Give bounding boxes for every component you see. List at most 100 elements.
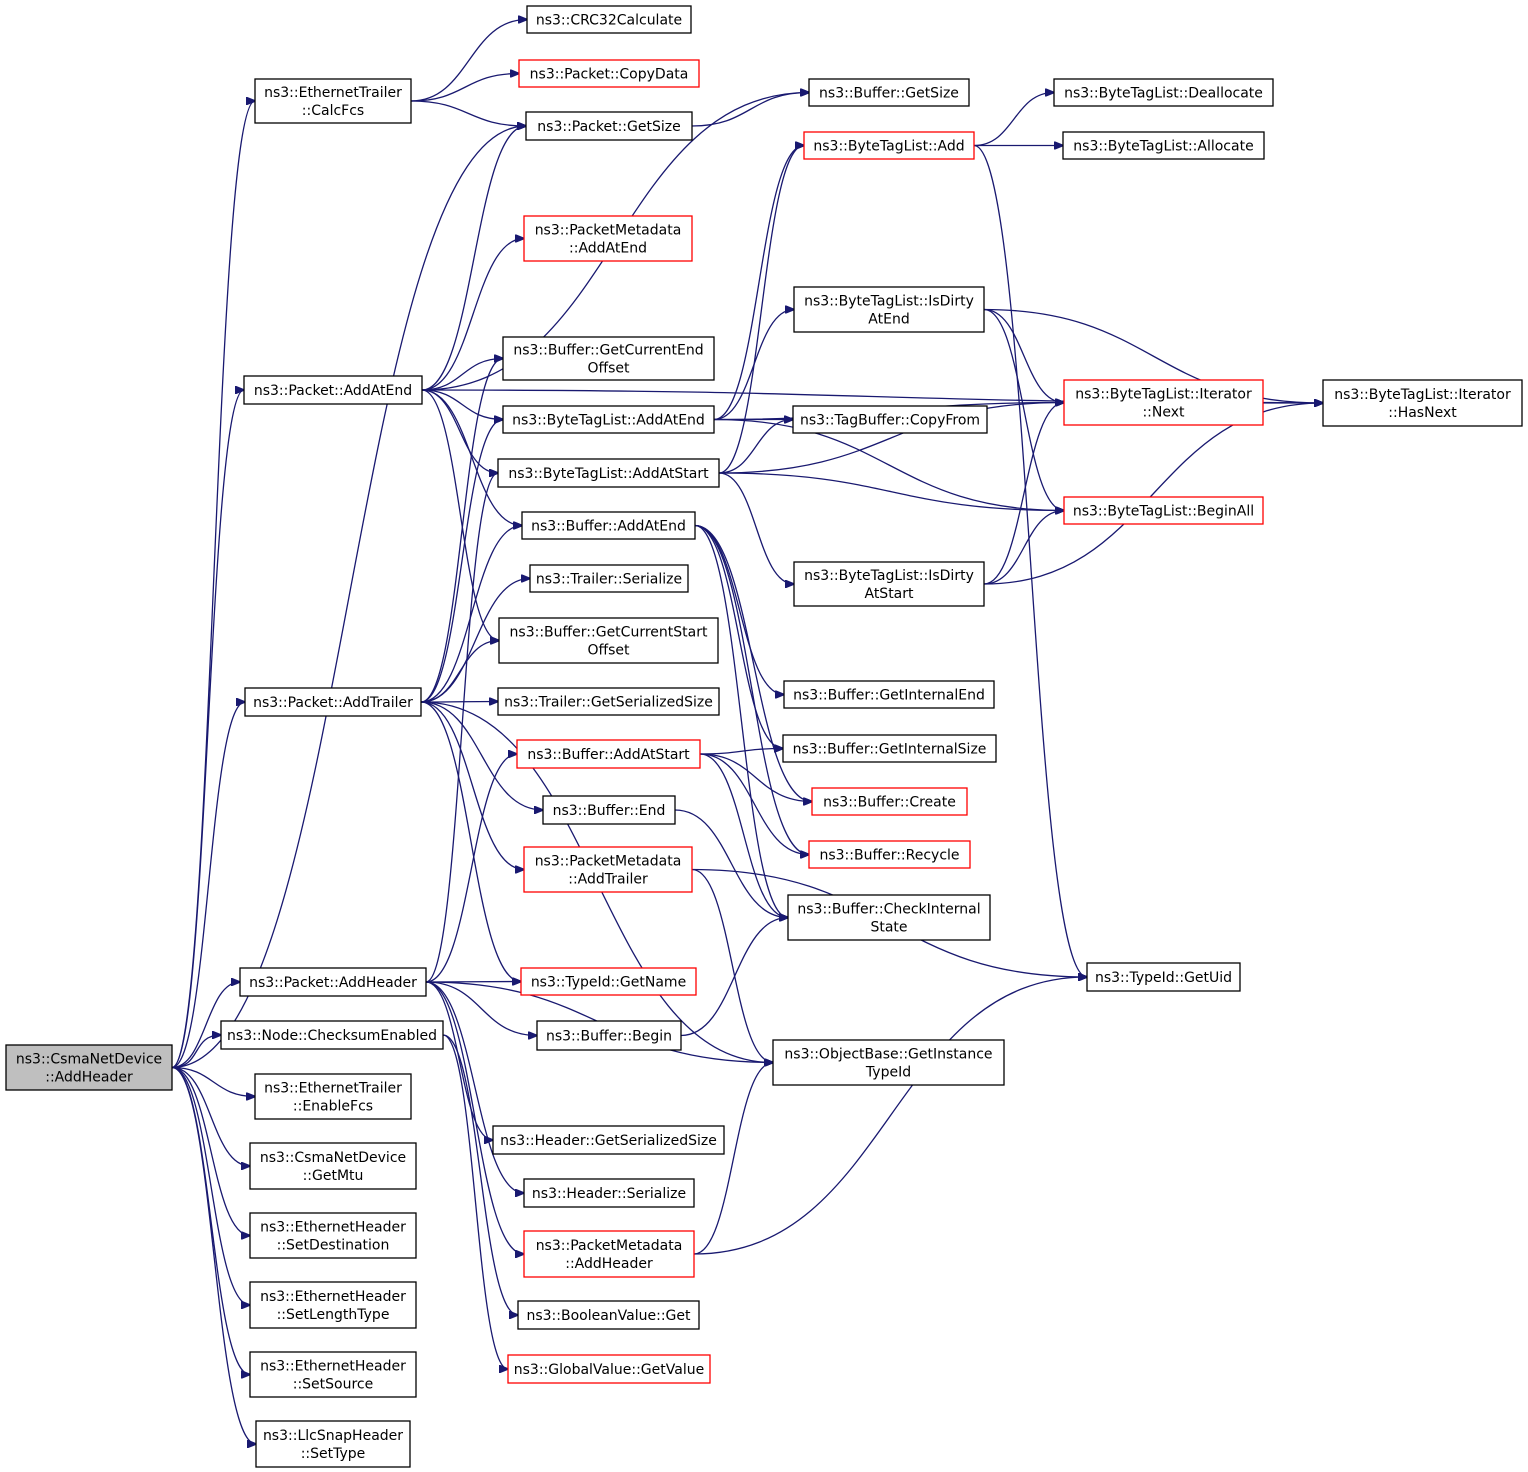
node-hserialize[interactable]: ns3::Header::Serialize	[523, 1178, 695, 1208]
node-setsource[interactable]: ns3::EthernetHeader::SetSource	[249, 1351, 417, 1398]
node-btladdatstart[interactable]: ns3::ByteTagList::AddAtStart	[497, 458, 720, 488]
node-box-paddtrailer[interactable]	[244, 687, 422, 717]
node-box-bcheckint[interactable]	[787, 894, 991, 941]
node-box-bgetsize[interactable]	[808, 78, 970, 107]
node-box-dealloc[interactable]	[1053, 78, 1274, 107]
node-baddatstart[interactable]: ns3::Buffer::AddAtStart	[516, 739, 701, 769]
node-bgetintend[interactable]: ns3::Buffer::GetInternalEnd	[783, 680, 995, 709]
node-box-settype[interactable]	[255, 1420, 411, 1468]
node-box-brecycle[interactable]	[808, 840, 971, 869]
node-box-paddheader[interactable]	[239, 967, 427, 997]
node-box-getmtu[interactable]	[249, 1142, 417, 1190]
node-trserialize[interactable]: ns3::Trailer::Serialize	[529, 564, 689, 593]
node-box-calcfcs[interactable]	[254, 78, 412, 124]
node-itnext[interactable]: ns3::ByteTagList::Iterator::Next	[1063, 379, 1264, 426]
node-beginall[interactable]: ns3::ByteTagList::BeginAll	[1063, 496, 1264, 525]
node-box-bcreate[interactable]	[811, 787, 968, 816]
node-btladdatend[interactable]: ns3::ByteTagList::AddAtEnd	[502, 405, 715, 434]
node-calcfcs[interactable]: ns3::EthernetTrailer::CalcFcs	[254, 78, 412, 124]
node-pmaddatend[interactable]: ns3::PacketMetadata::AddAtEnd	[523, 215, 693, 262]
node-pgetsize[interactable]: ns3::Packet::GetSize	[525, 111, 693, 141]
node-box-hserialize[interactable]	[523, 1178, 695, 1208]
node-box-bgetintsize[interactable]	[782, 734, 997, 763]
node-getmtu[interactable]: ns3::CsmaNetDevice::GetMtu	[249, 1142, 417, 1190]
node-box-btladdatend[interactable]	[502, 405, 715, 434]
node-dealloc[interactable]: ns3::ByteTagList::Deallocate	[1053, 78, 1274, 107]
node-paddheader[interactable]: ns3::Packet::AddHeader	[239, 967, 427, 997]
node-baddatend[interactable]: ns3::Buffer::AddAtEnd	[521, 511, 696, 540]
node-box-isdirtyend[interactable]	[793, 286, 985, 333]
node-box-btladdatstart[interactable]	[497, 458, 720, 488]
node-crc32[interactable]: ns3::CRC32Calculate	[526, 5, 692, 34]
node-alloc[interactable]: ns3::ByteTagList::Allocate	[1062, 131, 1265, 160]
node-box-gvgetvalue[interactable]	[507, 1354, 711, 1384]
node-paddatend[interactable]: ns3::Packet::AddAtEnd	[243, 375, 423, 405]
node-settype[interactable]: ns3::LlcSnapHeader::SetType	[255, 1420, 411, 1468]
node-ithasnext[interactable]: ns3::ByteTagList::Iterator::HasNext	[1322, 379, 1523, 427]
node-box-crc32[interactable]	[526, 5, 692, 34]
node-box-typeidname[interactable]	[520, 967, 697, 996]
node-pmaddtrailer[interactable]: ns3::PacketMetadata::AddTrailer	[523, 846, 693, 893]
node-typeiduid[interactable]: ns3::TypeId::GetUid	[1086, 962, 1241, 992]
node-box-pgetsize[interactable]	[525, 111, 693, 141]
node-box-pmaddtrailer[interactable]	[523, 846, 693, 893]
node-copydata[interactable]: ns3::Packet::CopyData	[518, 59, 700, 88]
node-box-bgcendoff[interactable]	[502, 336, 715, 381]
node-bcreate[interactable]: ns3::Buffer::Create	[811, 787, 968, 816]
node-box-isdirtystart[interactable]	[793, 561, 985, 607]
node-btladd[interactable]: ns3::ByteTagList::Add	[803, 131, 975, 160]
node-boolget[interactable]: ns3::BooleanValue::Get	[517, 1300, 700, 1330]
node-box-setlentype[interactable]	[249, 1281, 417, 1329]
node-box-obgetinst[interactable]	[772, 1039, 1005, 1086]
node-box-trgetsersize[interactable]	[497, 687, 720, 716]
node-gvgetvalue[interactable]: ns3::GlobalValue::GetValue	[507, 1354, 711, 1384]
node-box-trserialize[interactable]	[529, 564, 689, 593]
node-box-setdest[interactable]	[249, 1212, 417, 1259]
node-box-beginall[interactable]	[1063, 496, 1264, 525]
node-bend[interactable]: ns3::Buffer::End	[542, 795, 676, 825]
node-box-boolget[interactable]	[517, 1300, 700, 1330]
node-root[interactable]: ns3::CsmaNetDevice::AddHeader	[5, 1044, 173, 1091]
node-trgetsersize[interactable]: ns3::Trailer::GetSerializedSize	[497, 687, 720, 716]
node-box-pmaddatend[interactable]	[523, 215, 693, 262]
node-box-pmaddheader[interactable]	[523, 1230, 695, 1278]
node-tbcopyfrom[interactable]: ns3::TagBuffer::CopyFrom	[792, 405, 988, 434]
node-box-ithasnext[interactable]	[1322, 379, 1523, 427]
node-bgetintsize[interactable]: ns3::Buffer::GetInternalSize	[782, 734, 997, 763]
node-nodechecksum[interactable]: ns3::Node::ChecksumEnabled	[220, 1020, 444, 1050]
node-box-hgetsersize[interactable]	[492, 1125, 725, 1155]
node-bgetsize[interactable]: ns3::Buffer::GetSize	[808, 78, 970, 107]
node-box-setsource[interactable]	[249, 1351, 417, 1398]
node-box-baddatend[interactable]	[521, 511, 696, 540]
node-box-paddatend[interactable]	[243, 375, 423, 405]
node-box-baddatstart[interactable]	[516, 739, 701, 769]
node-box-itnext[interactable]	[1063, 379, 1264, 426]
node-typeidname[interactable]: ns3::TypeId::GetName	[520, 967, 697, 996]
node-box-bgcstartoff[interactable]	[498, 617, 719, 664]
node-hgetsersize[interactable]: ns3::Header::GetSerializedSize	[492, 1125, 725, 1155]
node-box-bend[interactable]	[542, 795, 676, 825]
node-brecycle[interactable]: ns3::Buffer::Recycle	[808, 840, 971, 869]
node-box-alloc[interactable]	[1062, 131, 1265, 160]
node-bbegin[interactable]: ns3::Buffer::Begin	[536, 1020, 682, 1051]
node-box-copydata[interactable]	[518, 59, 700, 88]
node-enablefcs[interactable]: ns3::EthernetTrailer::EnableFcs	[254, 1073, 412, 1120]
node-box-bbegin[interactable]	[536, 1020, 682, 1051]
node-box-enablefcs[interactable]	[254, 1073, 412, 1120]
node-box-typeiduid[interactable]	[1086, 962, 1241, 992]
node-setlentype[interactable]: ns3::EthernetHeader::SetLengthType	[249, 1281, 417, 1329]
node-box-bgetintend[interactable]	[783, 680, 995, 709]
node-box-btladd[interactable]	[803, 131, 975, 160]
node-box-tbcopyfrom[interactable]	[792, 405, 988, 434]
node-paddtrailer[interactable]: ns3::Packet::AddTrailer	[244, 687, 422, 717]
node-pmaddheader[interactable]: ns3::PacketMetadata::AddHeader	[523, 1230, 695, 1278]
node-box-nodechecksum[interactable]	[220, 1020, 444, 1050]
node-setdest[interactable]: ns3::EthernetHeader::SetDestination	[249, 1212, 417, 1259]
node-box-root[interactable]	[5, 1044, 173, 1091]
